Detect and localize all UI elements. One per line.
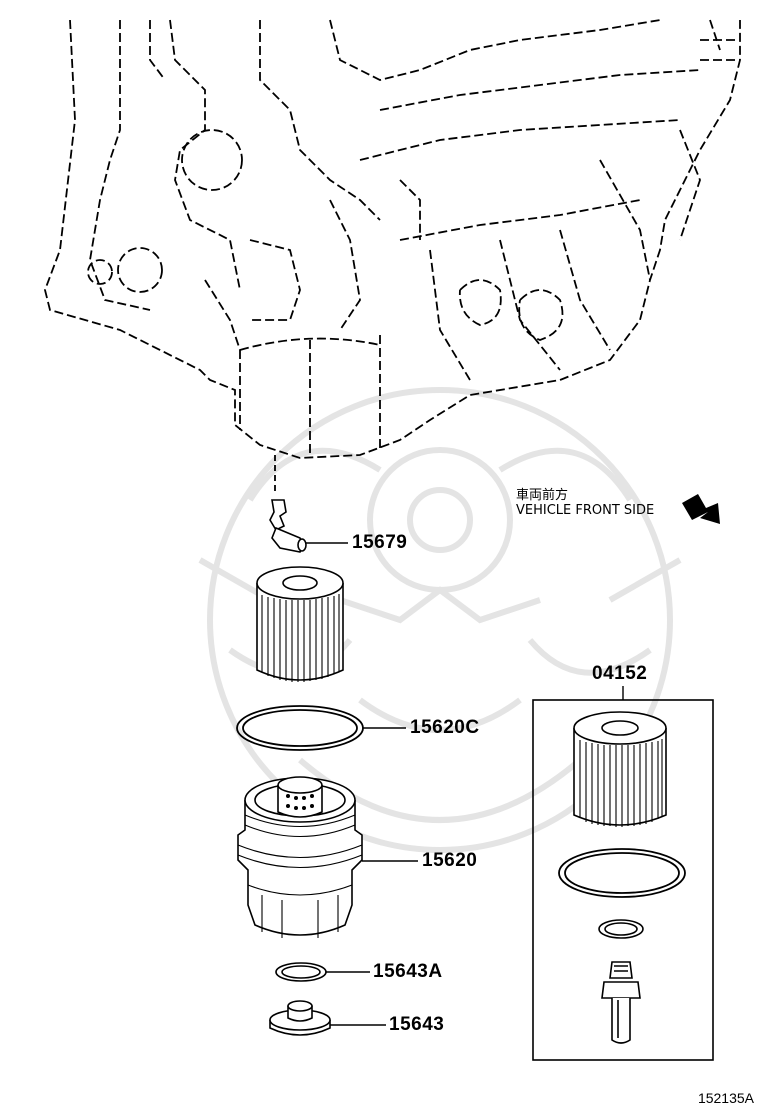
filter-cap-housing <box>237 776 363 936</box>
part-label-15620c: 15620C <box>410 717 480 738</box>
kit-drain-pipe <box>601 961 641 1044</box>
oil-filter-element <box>256 566 344 681</box>
o-ring-15620c <box>236 705 364 751</box>
vehicle-front-japanese: 車両前方 <box>516 488 569 503</box>
vehicle-front-label: VEHICLE FRONT SIDE <box>516 503 655 518</box>
vehicle-front-arrow <box>682 494 720 524</box>
figure-number: 152135A <box>697 1090 754 1106</box>
drain-plug-15643 <box>269 1000 331 1036</box>
part-label-15643: 15643 <box>389 1014 445 1035</box>
filter-pleats <box>261 594 340 682</box>
kit-small-gasket <box>598 919 644 939</box>
cap-ribs <box>237 814 363 938</box>
gasket-15643a <box>275 962 327 982</box>
part-label-15643a: 15643A <box>373 961 443 982</box>
kit-o-ring <box>558 848 686 898</box>
kit-filter-element <box>573 711 667 826</box>
kit-filter-pleats <box>579 739 663 827</box>
part-label-04152: 04152 <box>592 663 648 684</box>
part-label-15679: 15679 <box>352 532 408 553</box>
cap-holes <box>286 794 314 810</box>
watermark-emblem <box>198 387 682 853</box>
engine-block <box>44 19 741 459</box>
drain-pipe-part <box>269 499 307 553</box>
part-label-15620: 15620 <box>422 850 478 871</box>
